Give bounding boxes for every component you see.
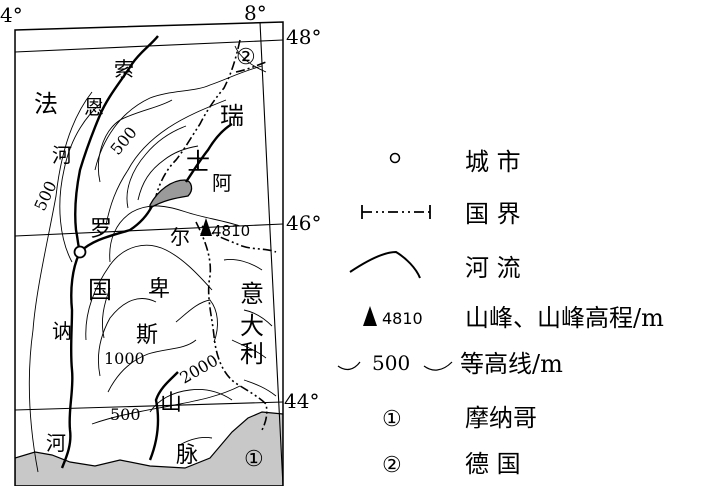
- marker-monaco: ①: [244, 447, 264, 472]
- lake-geneva: [149, 179, 193, 210]
- label-en: 恩: [84, 95, 104, 119]
- label-he-1: 河: [52, 143, 72, 167]
- label-da: 大: [240, 312, 264, 340]
- label-shi: 士: [186, 148, 210, 176]
- legend-peak-label: 山峰、山峰高程/m: [465, 304, 664, 332]
- legend-border-symbol: [361, 205, 431, 219]
- lon-8-label: 8°: [244, 1, 267, 25]
- lat-46-label: 46°: [286, 211, 321, 235]
- contour-label-2000: 2000: [177, 351, 222, 388]
- label-er: 尔: [170, 225, 190, 249]
- coordinate-labels: 4° 8° 48° 46° 44°: [0, 1, 321, 413]
- contour-label-1000: 1000: [104, 349, 145, 368]
- lat-48-label: 48°: [286, 25, 321, 49]
- legend-border-label: 国 界: [465, 200, 521, 228]
- label-a: 阿: [212, 171, 232, 195]
- legend-river-symbol: [349, 250, 421, 279]
- label-luo: 罗: [90, 217, 112, 242]
- rivers: [60, 35, 233, 469]
- legend-contour-sample: 500: [372, 351, 410, 375]
- label-rui: 瑞: [220, 102, 244, 130]
- label-fa: 法: [34, 90, 58, 118]
- legend-monaco-label: 摩纳哥: [465, 404, 537, 432]
- lon-4-label: 4°: [0, 3, 23, 27]
- label-he-2: 河: [46, 431, 66, 455]
- label-si: 斯: [136, 323, 158, 348]
- contour-label-500-c: 500: [110, 405, 141, 424]
- marker-germany: ②: [236, 45, 256, 70]
- label-li: 利: [240, 340, 264, 368]
- label-suo: 索: [114, 57, 134, 81]
- legend-city-symbol: [389, 152, 401, 164]
- peak-elevation-label: 4810: [212, 222, 250, 240]
- legend-germany-label: 德 国: [465, 450, 521, 478]
- peak-marker: [200, 218, 212, 236]
- label-bei: 卑: [148, 277, 170, 302]
- lat-44-label: 44°: [284, 389, 319, 413]
- legend-germany-number: ②: [382, 453, 402, 478]
- sea-area: [15, 411, 283, 486]
- legend-contour-left: [337, 361, 361, 371]
- contour-lines: [28, 45, 277, 473]
- legend-peak-sample: 4810: [382, 309, 423, 328]
- legend: 城 市 国 界 河 流 4810 山峰、山峰高程/m 500 等高线/m ① 摩…: [337, 148, 664, 478]
- label-yi: 意: [240, 280, 264, 308]
- legend-contour-label: 等高线/m: [460, 350, 563, 378]
- national-borders: [155, 39, 277, 431]
- label-guo: 国: [88, 276, 112, 304]
- city-marker: [73, 245, 87, 259]
- legend-city-label: 城 市: [465, 148, 521, 176]
- legend-contour-right: [423, 361, 453, 371]
- map-frame: [14, 21, 284, 486]
- legend-peak-symbol: [363, 306, 377, 326]
- label-shan: 山: [160, 391, 182, 416]
- legend-monaco-number: ①: [382, 407, 402, 432]
- place-labels: 法 国 索 恩 河 河 讷 罗 瑞 士 阿 尔 卑 斯 山 脉 意 大 利: [34, 57, 264, 468]
- legend-river-label: 河 流: [465, 254, 521, 282]
- contour-label-500-a: 500: [107, 123, 141, 159]
- label-mai: 脉: [176, 443, 198, 468]
- label-na: 讷: [52, 319, 72, 343]
